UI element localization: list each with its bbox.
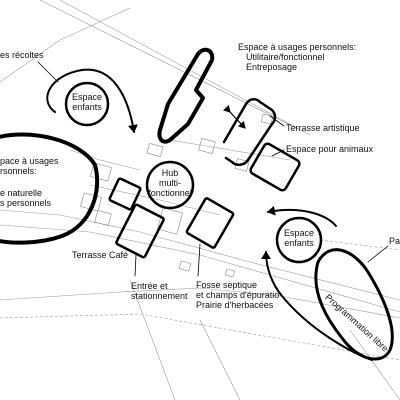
leader-terrace [269,115,285,127]
base-map-buildings [80,113,274,278]
label-personal-use-top-line3: Entreposage [246,62,298,72]
label-personal-use-top-line1: Espace à usages personnels: [238,42,357,52]
label-personal-use-left-line1: pace à usages [0,156,59,166]
label-harvest: es récoltes [0,50,44,60]
label-personal-use-left: pace à usages rsonnels: e naturelle s pe… [0,156,59,208]
label-children-top-line1: Espace [71,92,103,102]
zone-free-programming [314,248,394,361]
label-entrance: Entrée et stationnement [131,281,188,301]
flow-arrow-right [267,205,337,227]
zone-children-top [64,81,110,127]
zone-artistic-terrace [222,98,277,166]
label-personal-use-top: Espace à usages personnels: Utilitaire/f… [238,42,356,72]
leader-entrance [134,254,137,277]
leader-animals [271,149,285,157]
label-septic-line1: Fosse septique [196,280,258,290]
label-hub-line1: Hub [161,168,179,178]
label-pa: Pa [389,236,400,246]
zone-cafe-terrace [108,177,142,211]
leader-septic [197,243,201,277]
label-hub-line3: fonctionnel [148,188,192,198]
label-children-right: Espace enfants [278,228,320,248]
label-septic-line3: Prairie d'herbacées [196,300,274,310]
label-personal-use-top-line2: Utilitaire/fonctionnel [246,52,325,62]
label-hub: Hub multi- fonctionnel [146,168,194,198]
label-personal-use-left-line3: e naturelle [0,188,43,198]
label-hub-line2: multi- [159,178,181,188]
zone-personal-use-top [157,47,215,144]
label-artistic-terrace: Terrasse artistique [286,123,360,133]
label-entrance-line2: stationnement [131,291,188,301]
label-animal-space: Espace pour animaux [286,144,374,154]
label-children-right-line2: enfants [284,238,314,248]
label-children-top: Espace enfants [66,92,108,112]
zone-animal-space [249,142,301,192]
label-septic: Fosse septique et champs d'épuratio Prai… [196,280,279,310]
zone-septic [185,197,235,249]
label-septic-line2: et champs d'épuratio [196,290,280,300]
leader-pa [367,245,389,263]
zone-entrance-parking [115,203,165,259]
label-cafe-terrace: Terrasse Café [72,250,129,260]
label-children-right-line1: Espace [283,228,315,238]
zone-personal-use-left [0,132,100,245]
leader-recoltes [37,61,59,83]
flow-arrow-right-lower [261,251,373,361]
label-personal-use-left-line2: rsonnels: [0,166,37,176]
label-children-top-line2: enfants [72,102,102,112]
zone-children-right [275,216,323,264]
label-entrance-line1: Entrée et [131,281,168,291]
double-arrow-terrace [222,104,246,129]
flow-arrow-top-left [46,68,138,133]
zone-hub [145,160,195,210]
label-personal-use-left-line4: s personnels [0,198,52,208]
